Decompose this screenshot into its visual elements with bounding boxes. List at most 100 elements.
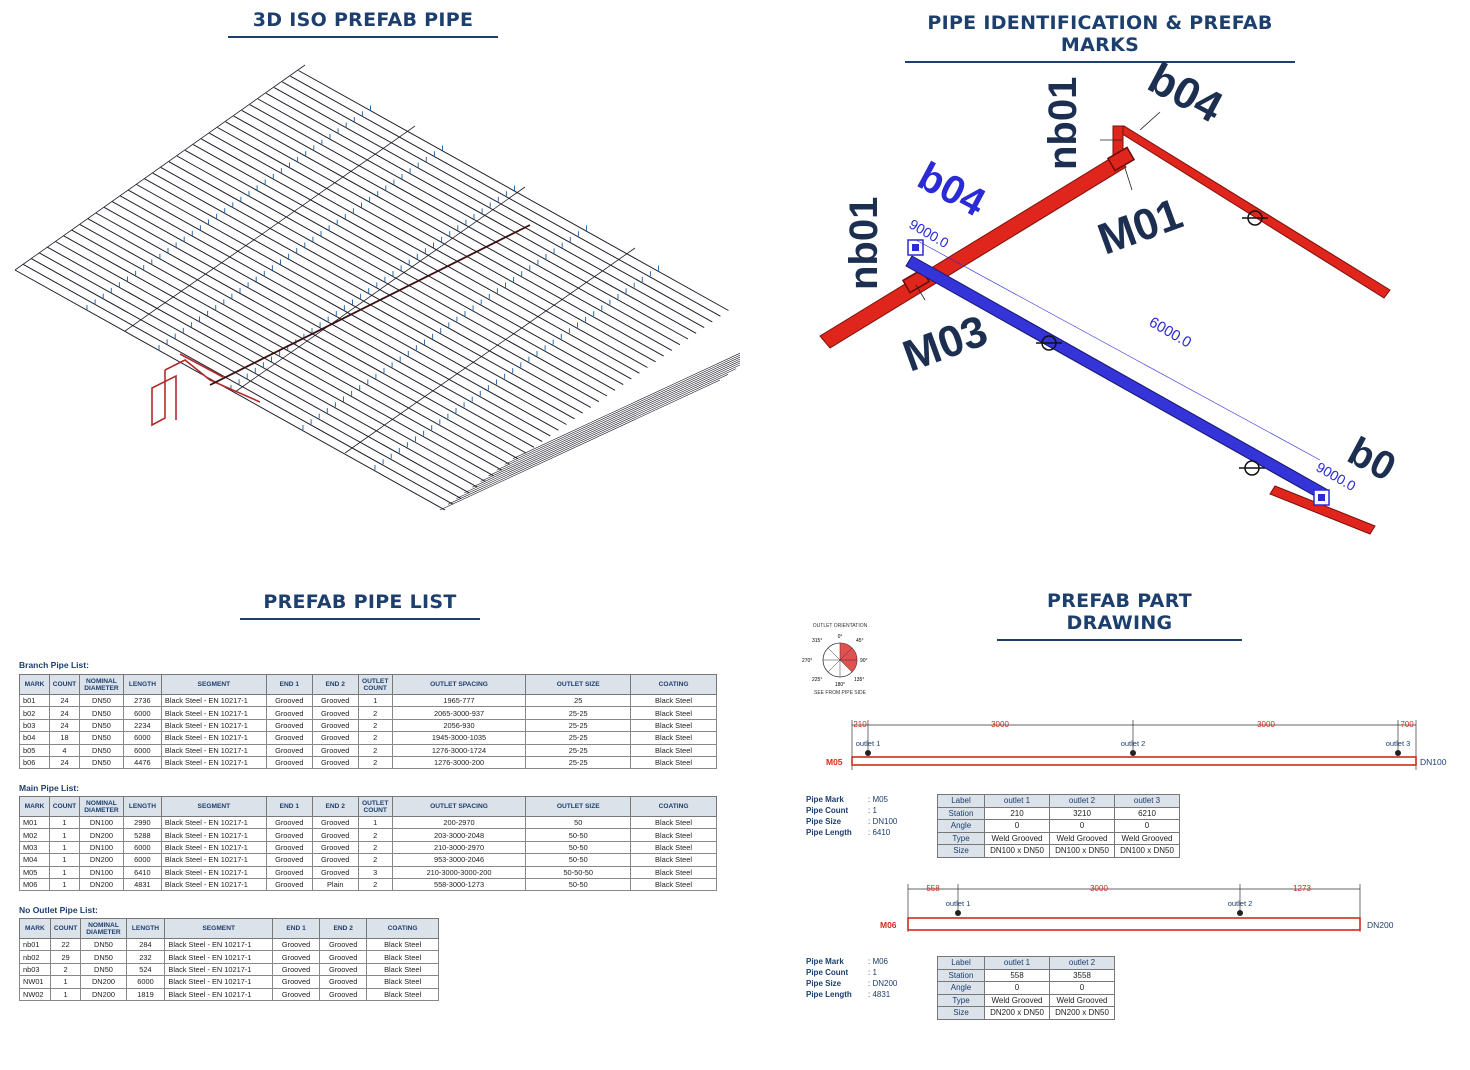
- list-title-text: PREFAB PIPE LIST: [263, 591, 457, 613]
- column-header: COATING: [630, 796, 717, 817]
- table-cell: DN50: [78, 693, 124, 708]
- table-cell: Black Steel: [630, 853, 717, 867]
- table-cell: Black Steel: [630, 755, 717, 770]
- iso-pipe-line: [30, 258, 462, 500]
- table-cell: DN50: [78, 718, 124, 733]
- iso-pipe-line: [290, 75, 721, 317]
- table-cell: 1: [48, 815, 80, 830]
- table-cell: DN200: [78, 828, 124, 842]
- outlet-table-cell: 0: [1049, 981, 1115, 995]
- column-header: LENGTH: [122, 796, 162, 817]
- table-cell: 1945-3000-1035: [391, 731, 527, 745]
- table-cell: 1: [357, 815, 393, 830]
- table-cell: 2: [357, 706, 393, 720]
- table-cell: 1: [48, 865, 80, 879]
- outlet-table-cell: 558: [984, 968, 1050, 982]
- outlet-table-cell: outlet 2: [1049, 794, 1115, 808]
- m06-outlet-2: outlet 2: [1228, 899, 1253, 908]
- outlet-table-cell: DN100 x DN50: [1114, 844, 1180, 858]
- iso-title-underline: [228, 36, 498, 38]
- table-cell: b06: [19, 755, 50, 770]
- m06-size: DN200: [1367, 920, 1394, 930]
- compass-45: 45°: [856, 638, 864, 644]
- table-cell: M02: [19, 828, 50, 842]
- table-cell: nb03: [19, 962, 51, 977]
- outlet-table-cell: outlet 1: [984, 794, 1050, 808]
- m05-info-length-key: Pipe Length: [806, 828, 852, 837]
- m06-info-size-val: : DN200: [868, 979, 898, 988]
- table-cell: M04: [19, 853, 50, 867]
- table-cell: Grooved: [319, 975, 368, 989]
- table-cell: Grooved: [265, 815, 313, 830]
- outlet-table-cell: Type: [937, 831, 985, 845]
- table-cell: 25-25: [525, 718, 632, 733]
- table-cell: Grooved: [265, 865, 313, 879]
- dim-6000: 6000.0: [1146, 314, 1194, 352]
- m05-dim-4: 700: [1400, 720, 1414, 729]
- outlet-table-cell: Size: [937, 844, 985, 858]
- iso-riser: [151, 353, 261, 427]
- table-cell: Grooved: [311, 815, 359, 830]
- table-cell: Black Steel: [366, 937, 439, 952]
- iso-pipe-line: [103, 206, 535, 448]
- table-cell: Grooved: [265, 718, 313, 733]
- column-header: END 2: [319, 918, 368, 939]
- outlet-table-cell: 210: [984, 806, 1050, 820]
- m05-dim-2: 3000: [991, 720, 1009, 729]
- column-header: SEGMENT: [164, 918, 273, 939]
- outlet-table-cell: Weld Grooved: [1049, 831, 1115, 845]
- column-header: LENGTH: [125, 918, 166, 939]
- iso-pipe-line: [512, 352, 740, 459]
- iso-pipe-line: [14, 269, 446, 511]
- table-cell: NW02: [19, 987, 51, 1001]
- iso-pipe-line: [464, 364, 740, 494]
- label-b04-top: b04: [1140, 60, 1230, 133]
- table-cell: Grooved: [271, 950, 321, 964]
- list-title-underline: [240, 618, 480, 620]
- table-cell: 4: [48, 743, 80, 757]
- outlet-table-cell: Label: [937, 956, 985, 970]
- table-cell: 2234: [122, 718, 162, 733]
- table-cell: Black Steel - EN 10217-1: [164, 987, 273, 1001]
- column-header: OUTLET SIZE: [525, 674, 632, 695]
- outlet-table-cell: Weld Grooved: [984, 831, 1050, 845]
- column-header: END 1: [265, 796, 313, 817]
- table-cell: Grooved: [265, 877, 313, 892]
- main-list-label: Main Pipe List:: [19, 783, 79, 793]
- iso-pipe-line: [192, 144, 624, 386]
- label-b04-blue: b04: [911, 154, 993, 226]
- iso-pipe-line: [456, 368, 737, 499]
- table-cell: Black Steel: [630, 877, 717, 892]
- column-header: OUTLET COUNT: [357, 796, 393, 817]
- table-cell: b01: [19, 693, 50, 708]
- table-cell: M05: [19, 865, 50, 879]
- table-cell: 18: [48, 731, 80, 745]
- table-cell: Grooved: [265, 828, 313, 842]
- table-cell: Black Steel - EN 10217-1: [164, 962, 273, 977]
- column-header: END 1: [271, 918, 321, 939]
- table-cell: Black Steel - EN 10217-1: [160, 731, 267, 745]
- m06-info: Pipe Mark: M06 Pipe Count: 1 Pipe Size: …: [806, 956, 897, 1000]
- table-cell: Grooved: [311, 718, 359, 733]
- table-cell: DN100: [78, 815, 124, 830]
- iso-pipe-line: [504, 354, 740, 465]
- iso-pipe-line: [344, 247, 636, 454]
- column-header: NOMINAL DIAMETER: [78, 796, 124, 817]
- iso-pipe-line: [39, 252, 470, 494]
- iso-pipe-line: [168, 161, 600, 403]
- table-cell: Black Steel: [630, 706, 717, 720]
- m06-info-count-key: Pipe Count: [806, 968, 849, 977]
